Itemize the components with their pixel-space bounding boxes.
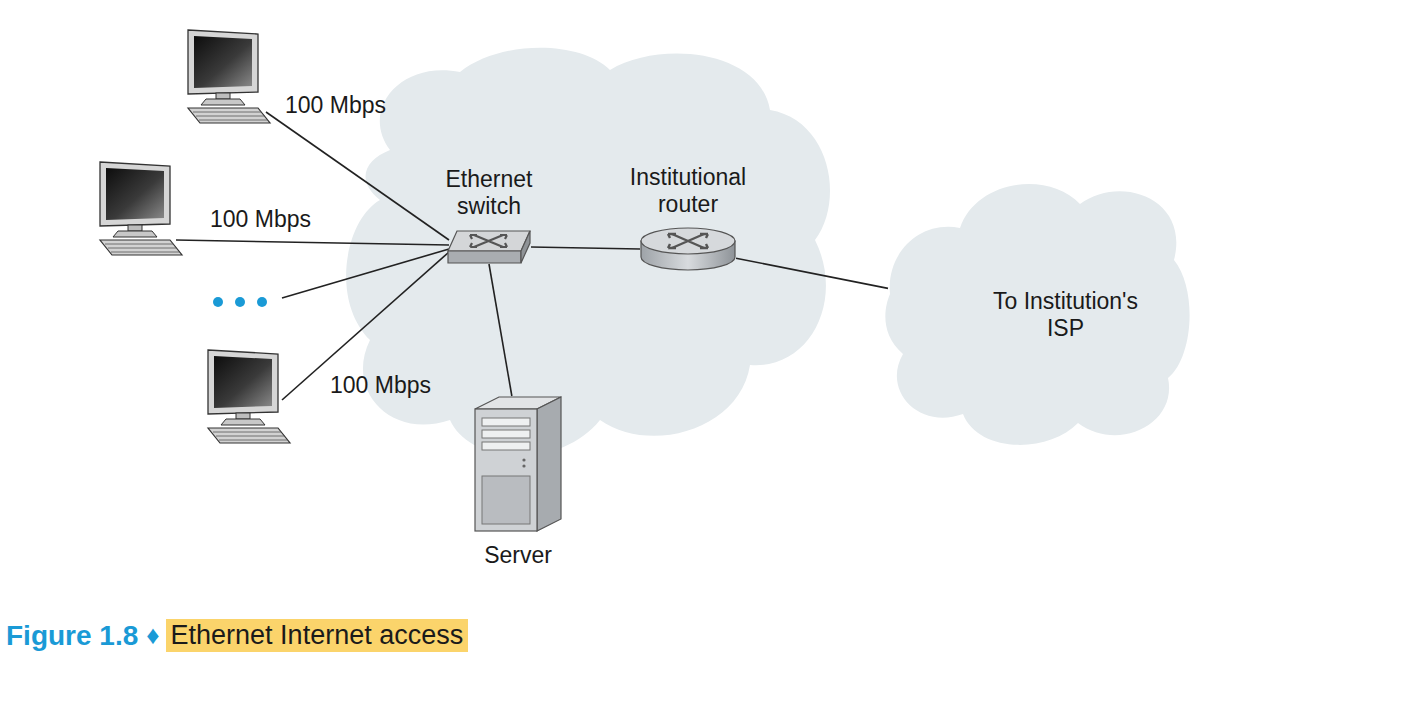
ethernet-link — [282, 252, 449, 400]
figure-caption: Ethernet Internet access — [166, 619, 469, 652]
node-label: Server — [458, 542, 578, 569]
isp-cloud: To Institution's ISP — [888, 168, 1193, 448]
network-link — [489, 264, 512, 396]
network-link — [531, 247, 640, 249]
ellipsis-dots — [213, 297, 267, 307]
link-speed: 100 Mbps — [210, 206, 311, 232]
figure-number: Figure 1.8 — [6, 620, 138, 652]
link-speed: 100 Mbps — [285, 92, 386, 118]
institutional-router-icon — [640, 226, 736, 272]
node-label: Ethernet switch — [429, 166, 549, 220]
link-speed: 100 Mbps — [330, 372, 431, 398]
institutional-router: Institutional router — [640, 226, 736, 272]
server-tower: Server — [474, 396, 562, 532]
host-computer — [208, 350, 290, 443]
node-label: To Institution's ISP — [978, 288, 1153, 342]
network-link — [736, 258, 888, 288]
ethernet-switch: Ethernet switch — [447, 230, 531, 264]
server-tower-icon — [474, 396, 562, 532]
node-label: Institutional router — [608, 164, 768, 218]
host-computer — [100, 162, 182, 255]
host-computer — [188, 30, 270, 123]
figure-separator: ♦ — [146, 621, 159, 651]
ethernet-link — [176, 240, 449, 245]
ethernet-switch-icon — [447, 230, 531, 264]
